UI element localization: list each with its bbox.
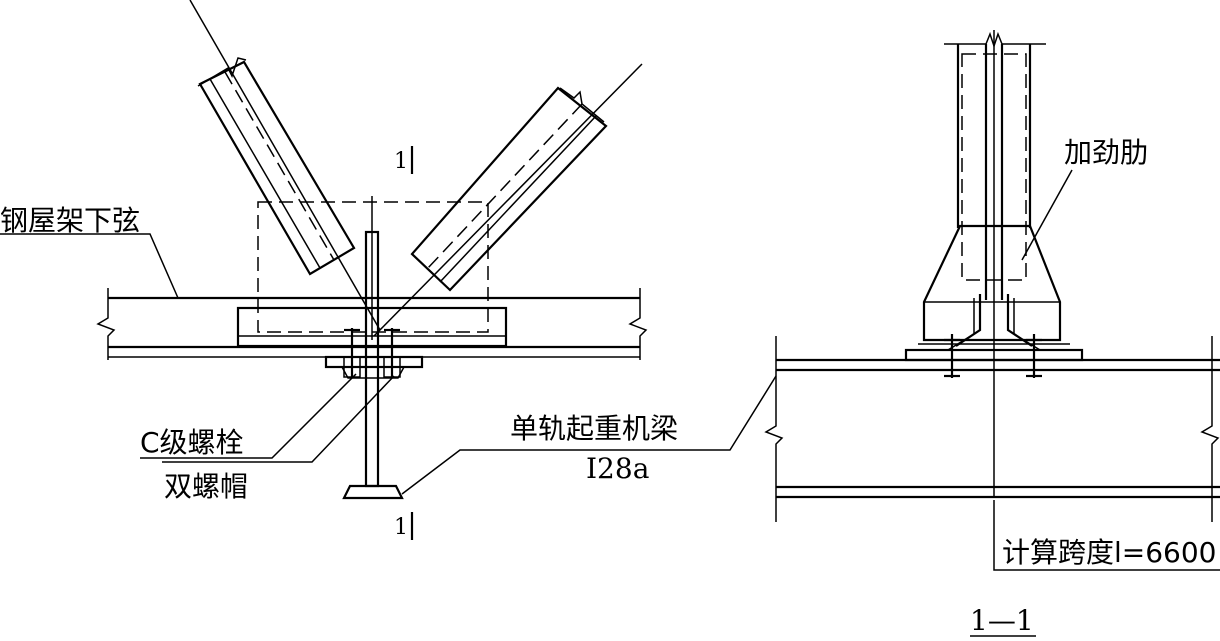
left-diagonal-member <box>189 0 381 331</box>
bolt-leader <box>140 373 357 459</box>
c-grade-bolts <box>343 328 401 378</box>
span-label: 计算跨度l=6600 <box>1002 536 1217 569</box>
crane-beam-elevation <box>764 336 1220 522</box>
stiffener-plate <box>922 224 1062 342</box>
bottom-chord-leader <box>0 233 179 299</box>
section-mark-top-label: 1 <box>394 149 408 174</box>
right-diagonal-member <box>373 63 643 337</box>
bolt-label: C级螺栓 <box>140 426 244 459</box>
gusset-plate <box>257 201 489 333</box>
elevation-view <box>0 0 777 540</box>
nut-leader <box>162 375 395 463</box>
section-mark-bottom-label: 1 <box>394 515 408 540</box>
bottom-chord-label: 钢屋架下弦 <box>0 204 140 237</box>
crane-beam-leader <box>401 375 777 495</box>
section-view <box>764 30 1220 637</box>
stiffener-label: 加劲肋 <box>1064 136 1148 169</box>
stiffener-leader <box>1021 169 1073 261</box>
section-title: 1—1 <box>970 604 1034 637</box>
beam-section-label: I28a <box>586 452 649 485</box>
double-nut-label: 双螺帽 <box>164 470 248 503</box>
crane-beam-label: 单轨起重机梁 <box>510 412 678 445</box>
connection-plate <box>324 355 424 369</box>
span-dimension-line <box>993 500 1220 571</box>
beam-bottom-flange <box>342 484 404 500</box>
